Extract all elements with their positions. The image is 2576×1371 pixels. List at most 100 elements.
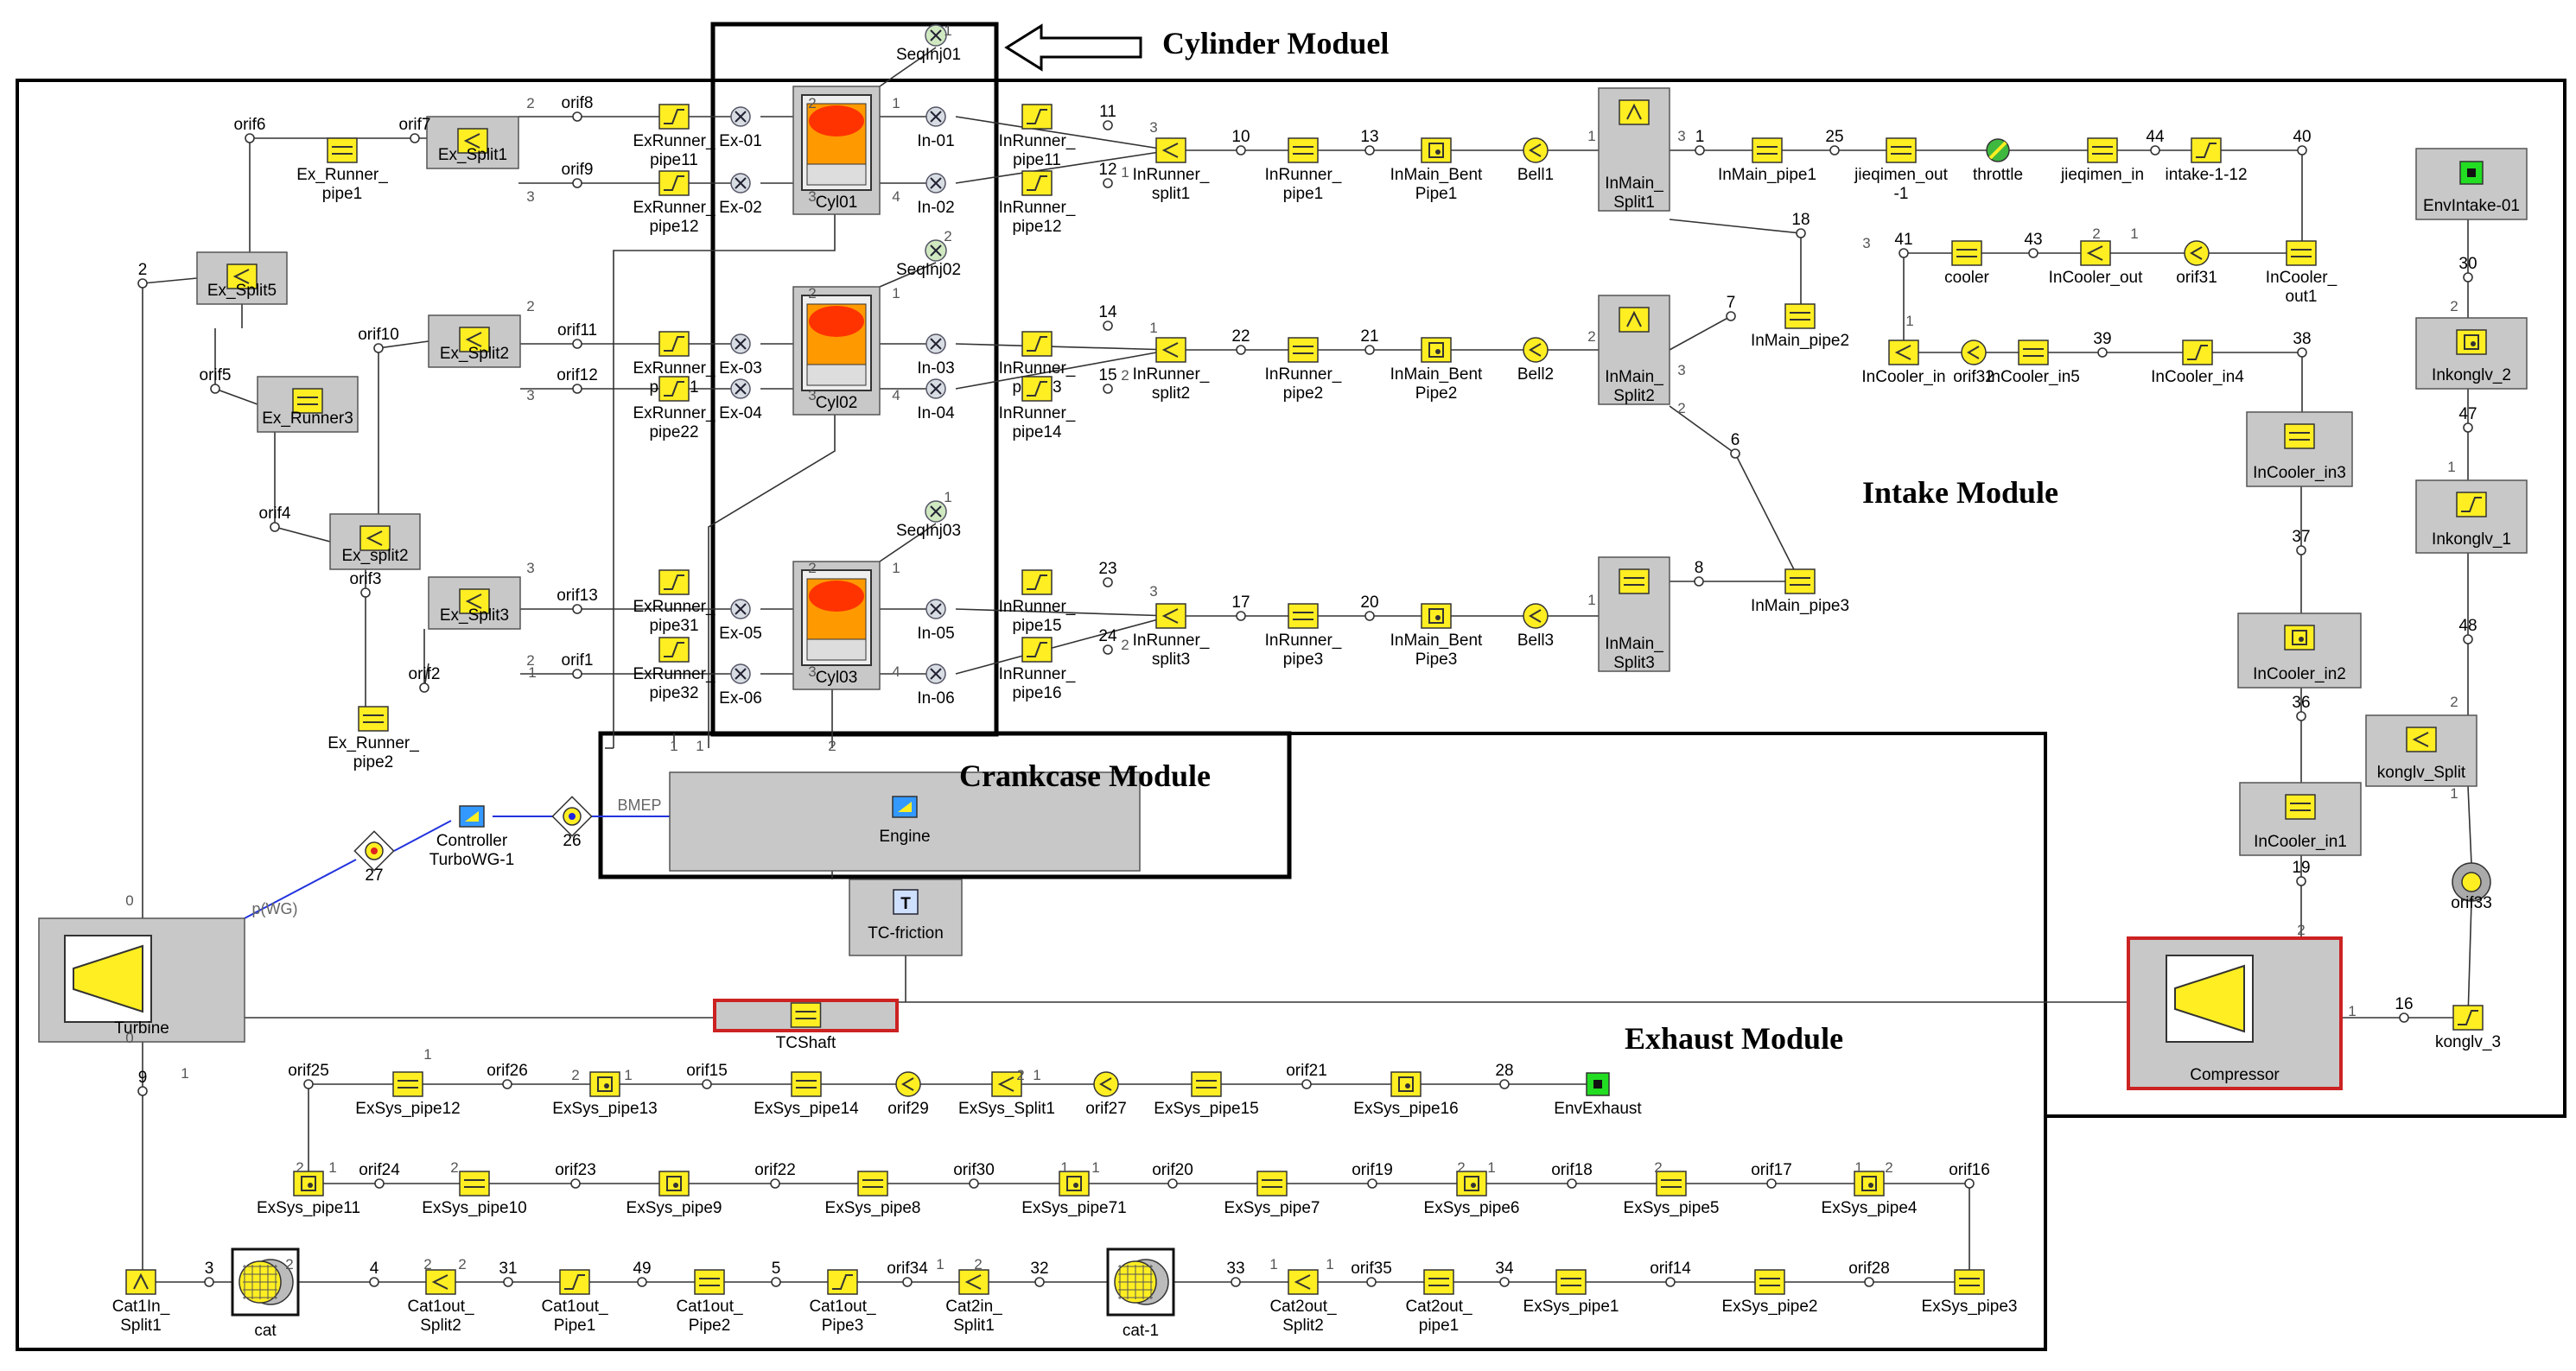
block-label: TC-friction [868, 924, 944, 943]
s27-component: 27 [353, 830, 395, 885]
turbine-block: Turbine [38, 917, 245, 1043]
port-number: 3 [1862, 235, 1870, 251]
component-label: ExSys_pipe2 [1722, 1298, 1818, 1316]
node-label: 43 [2024, 231, 2042, 249]
ex01-component: Ex-01 [719, 106, 762, 150]
port-number: 3 [808, 663, 816, 680]
ex06-component: Ex-06 [719, 663, 762, 708]
ex-split5-block: Ex_Split5 [196, 251, 288, 305]
component-label: Ex_Runner_pipe1 [296, 166, 388, 203]
node-orif34: orif34 [887, 1260, 928, 1287]
component-label: ExRunner_pipe11 [633, 132, 715, 169]
node-label: 49 [633, 1260, 651, 1278]
incooler-in1-block: InCooler_in1 [2239, 782, 2362, 856]
block-label: Inkonglv_1 [2432, 530, 2511, 549]
port-number: 2 [2297, 922, 2305, 938]
component-label: Cat1In_Split1 [112, 1298, 170, 1335]
cat2out-p1-component: Cat2out_pipe1 [1405, 1269, 1472, 1335]
in03-component: In-03 [917, 333, 955, 378]
es1-component: ExSys_pipe1 [1523, 1269, 1619, 1316]
signal-wire [393, 820, 452, 852]
port-number: 1 [2447, 459, 2455, 475]
component-label: konglv_3 [2435, 1033, 2501, 1051]
component-label: ExSys_pipe71 [1021, 1199, 1126, 1217]
port-number: 2 [1121, 367, 1129, 384]
component-label: ExSys_pipe1 [1523, 1298, 1619, 1316]
orif29-component: orif29 [887, 1071, 929, 1118]
node-label: orif23 [555, 1161, 596, 1179]
node-label: orif9 [562, 161, 594, 179]
seq1-component: SeqInj01 [896, 24, 961, 64]
pipe-connection [955, 343, 1172, 351]
intake-module-title: Intake Module [1862, 475, 2058, 510]
port-number: 1 [1854, 1159, 1862, 1176]
inkonglv1-block: Inkonglv_1 [2415, 479, 2528, 554]
exrp1-component: Ex_Runner_pipe1 [296, 137, 388, 203]
component-label: SeqInj03 [896, 522, 961, 540]
node-label: 23 [1098, 560, 1116, 578]
component-label: InRunner_pipe16 [999, 665, 1076, 702]
node-9: 9 [137, 1069, 148, 1096]
node-47: 47 [2458, 405, 2477, 433]
node-label: 7 [1727, 294, 1736, 312]
component-label: ExSys_pipe16 [1353, 1100, 1458, 1118]
node-label: orif3 [350, 570, 382, 588]
node-label: orif24 [359, 1161, 400, 1179]
envintake-block: EnvIntake-01 [2415, 148, 2528, 220]
component-label: Cat2out_Split2 [1269, 1298, 1337, 1335]
block-label: InMain_Split1 [1605, 175, 1663, 212]
port-number: 2 [2450, 694, 2458, 710]
inmain2-block: InMain_Split2 [1598, 295, 1670, 405]
block-label: Inkonglv_2 [2432, 366, 2511, 384]
port-number: 1 [181, 1065, 188, 1082]
node-orif21: orif21 [1286, 1062, 1327, 1089]
es71-component: ExSys_pipe71 [1021, 1171, 1127, 1217]
component-label: Cat1out_Pipe3 [809, 1298, 876, 1335]
cat-1-component: cat-1 [1106, 1247, 1175, 1340]
ex04-component: Ex-04 [719, 378, 762, 422]
port-number: 1 [2348, 1003, 2356, 1019]
port-number: 2 [423, 1256, 431, 1273]
node-label: 47 [2458, 405, 2477, 423]
node-orif9: orif9 [562, 161, 594, 188]
pipe-connection [955, 608, 1172, 617]
node-label: orif14 [1650, 1260, 1691, 1278]
node-24: 24 [1098, 627, 1117, 655]
es9-component: ExSys_pipe9 [627, 1171, 722, 1217]
pipe-connection [378, 340, 429, 514]
port-number: 2 [1016, 1067, 1024, 1083]
node-label: 31 [499, 1260, 517, 1278]
ex05-component: Ex-05 [719, 599, 762, 643]
bmep-signal-label: BMEP [617, 797, 661, 814]
component-label: In-01 [917, 132, 954, 150]
port-number: 1 [1121, 164, 1129, 181]
port-number: 1 [1905, 313, 1913, 329]
intake112-component: intake-1-12 [2165, 137, 2248, 184]
es5-component: ExSys_pipe5 [1624, 1171, 1719, 1217]
port-number: 2 [526, 298, 534, 314]
cat1out-p1-component: Cat1out_Pipe1 [541, 1269, 608, 1335]
es13-component: ExSys_pipe13 [552, 1071, 658, 1118]
node-39: 39 [2093, 330, 2112, 358]
bell2-component: Bell2 [1517, 337, 1554, 384]
node-label: orif25 [288, 1062, 329, 1080]
component-label: Ex-01 [719, 132, 762, 150]
port-number: 1 [328, 1159, 336, 1176]
node-label: 14 [1098, 303, 1117, 321]
node-label: 21 [1360, 327, 1378, 346]
component-label: jieqimen_in [2060, 166, 2144, 184]
component-label: In-03 [917, 359, 954, 378]
node-orif14: orif14 [1650, 1260, 1691, 1287]
component-label: SeqInj02 [896, 261, 961, 279]
inr12-component: InRunner_pipe12 [999, 170, 1076, 236]
block-label: Compressor [2190, 1066, 2280, 1084]
component-label: orif33 [2451, 894, 2492, 912]
port-number: 1 [1326, 1256, 1333, 1273]
node-label: orif8 [562, 94, 594, 112]
node-22: 22 [1231, 327, 1250, 355]
node-label: 33 [1226, 1260, 1244, 1278]
exr31-component: ExRunner_pipe31 [633, 569, 716, 635]
